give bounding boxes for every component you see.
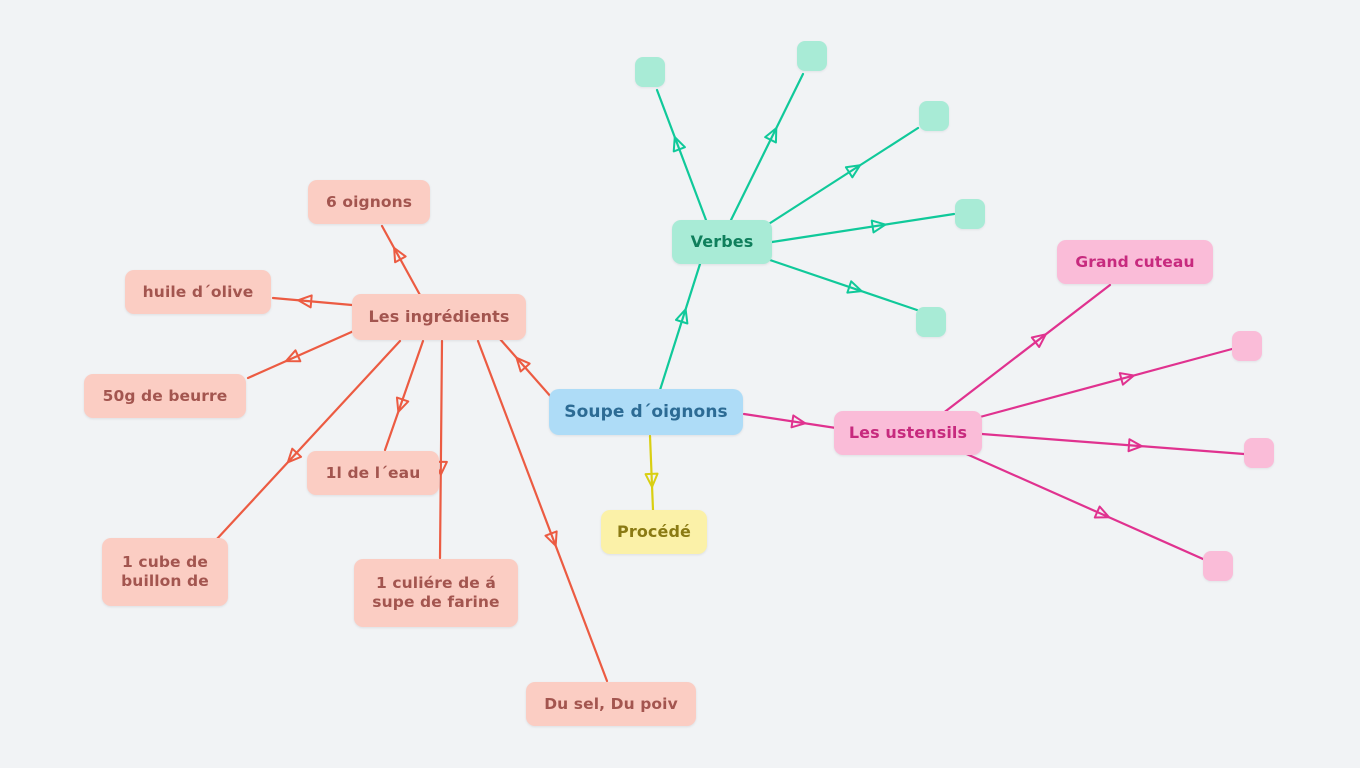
empty-node-v5[interactable]: [916, 307, 946, 337]
edge-ustensils-to-u3: [960, 450, 1205, 561]
node-eau[interactable]: 1l de l´eau: [307, 451, 439, 495]
edge-line: [655, 88, 708, 222]
node-ingredients[interactable]: Les ingrédients: [352, 294, 526, 340]
edge-line: [940, 283, 1112, 416]
edge-arrowhead-icon: [674, 308, 689, 325]
edge-arrowhead-icon: [393, 246, 407, 264]
edge-arrowhead-icon: [515, 356, 531, 373]
edge-line: [498, 337, 554, 400]
edge-arrowhead-icon: [1093, 505, 1111, 519]
edge-arrowhead-icon: [844, 164, 862, 179]
edge-arrowhead-icon: [870, 219, 887, 234]
edge-arrowhead-icon: [544, 530, 558, 547]
edge-ustensils-to-u1: [978, 347, 1234, 419]
edge-line: [246, 328, 358, 380]
edge-line: [271, 296, 354, 307]
edge-arrowhead-icon: [1030, 333, 1047, 348]
edge-line: [648, 434, 655, 512]
edge-root-to-procede: [644, 434, 659, 512]
edge-line: [980, 432, 1246, 456]
node-selpoivre[interactable]: Du sel, Du poiv: [526, 682, 696, 726]
node-beurre[interactable]: 50g de beurre: [84, 374, 246, 418]
edge-ingredients-to-farine: [433, 339, 448, 560]
edge-line: [380, 224, 422, 297]
node-oignons6[interactable]: 6 oignons: [308, 180, 430, 224]
edge-arrowhead-icon: [297, 294, 313, 309]
edge-ingredients-to-huile: [271, 294, 354, 309]
empty-node-v2[interactable]: [797, 41, 827, 71]
empty-node-u2[interactable]: [1244, 438, 1274, 468]
edge-line: [770, 212, 956, 244]
empty-node-v4[interactable]: [955, 199, 985, 229]
node-bouillon[interactable]: 1 cube de buillon de: [102, 538, 228, 606]
edge-verbes-to-v4: [770, 212, 956, 244]
empty-node-v1[interactable]: [635, 57, 665, 87]
edge-line: [978, 347, 1234, 419]
edge-ustensils-to-u2: [980, 432, 1246, 456]
edge-verbes-to-v3: [762, 126, 920, 229]
edge-line: [214, 339, 402, 542]
node-root[interactable]: Soupe d´oignons: [549, 389, 743, 435]
node-cuteau[interactable]: Grand cuteau: [1057, 240, 1213, 284]
node-ustensils[interactable]: Les ustensils: [834, 411, 982, 455]
edge-arrowhead-icon: [846, 280, 863, 294]
empty-node-u3[interactable]: [1203, 551, 1233, 581]
edge-ingredients-to-bouillon: [214, 339, 402, 542]
edge-line: [762, 126, 920, 229]
edge-arrowhead-icon: [790, 414, 807, 429]
edge-arrowhead-icon: [1127, 438, 1143, 453]
edge-ingredients-to-eau: [383, 339, 425, 452]
edge-arrowhead-icon: [764, 127, 778, 144]
edge-arrowhead-icon: [285, 349, 302, 363]
edge-arrowhead-icon: [286, 447, 303, 464]
edge-ustensils-to-cuteau: [940, 283, 1112, 416]
edge-verbes-to-v2: [729, 72, 805, 222]
edge-line: [383, 339, 425, 452]
edge-verbes-to-v5: [765, 257, 919, 312]
edge-line: [765, 257, 919, 312]
edge-arrowhead-icon: [672, 136, 686, 153]
node-verbes[interactable]: Verbes: [672, 220, 772, 264]
edge-arrowhead-icon: [1118, 372, 1135, 386]
edge-ingredients-to-beurre: [246, 328, 358, 380]
edge-arrowhead-icon: [644, 472, 659, 488]
edge-root-to-ustensils: [742, 412, 838, 430]
edge-line: [658, 262, 702, 392]
edge-root-to-verbes: [658, 262, 702, 392]
edge-line: [960, 450, 1205, 561]
empty-node-u1[interactable]: [1232, 331, 1262, 361]
empty-node-v3[interactable]: [919, 101, 949, 131]
node-huile[interactable]: huile d´olive: [125, 270, 271, 314]
edge-line: [729, 72, 805, 222]
edge-arrowhead-icon: [395, 396, 410, 413]
edge-verbes-to-v1: [655, 88, 708, 222]
node-procede[interactable]: Procédé: [601, 510, 707, 554]
edge-line: [742, 412, 838, 430]
edge-line: [438, 339, 444, 560]
edge-ingredients-to-oignons6: [380, 224, 422, 297]
node-farine[interactable]: 1 culiére de á supe de farine: [354, 559, 518, 627]
edge-root-to-ingredients: [498, 337, 554, 400]
